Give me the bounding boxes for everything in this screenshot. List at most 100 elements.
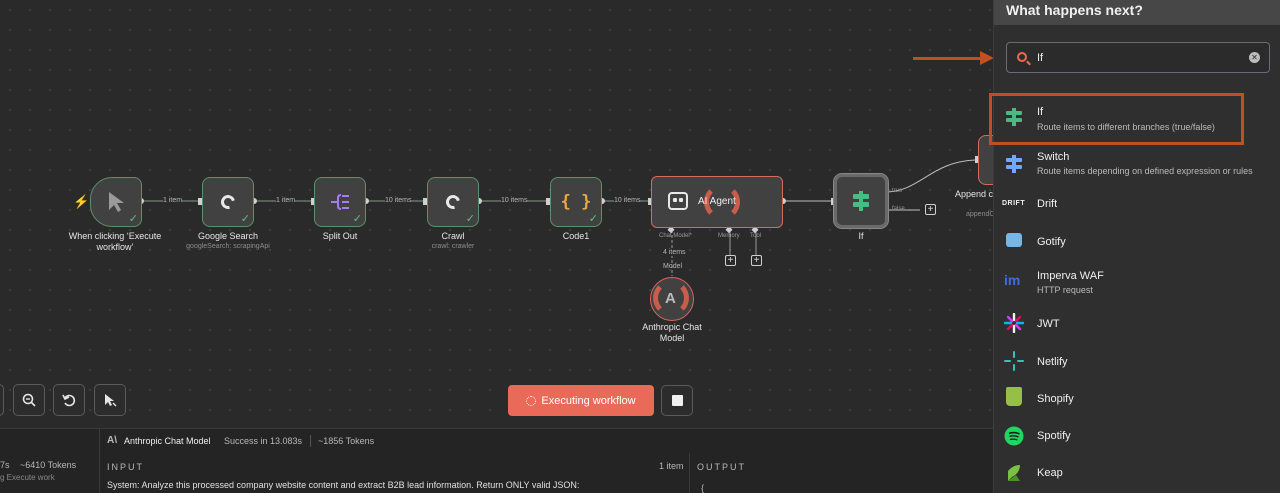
zoom-fit-button[interactable] <box>0 384 4 416</box>
divider <box>310 435 311 447</box>
output-label: OUTPUT <box>697 462 746 472</box>
node-item-drift[interactable]: DRIFT Drift <box>994 186 1280 223</box>
node-item-netlify[interactable]: Netlify <box>994 343 1280 380</box>
spotify-logo-icon <box>1004 426 1024 446</box>
left-time: 7s <box>0 460 10 470</box>
edge-label: 10 items <box>614 197 641 204</box>
false-branch-label: false <box>892 206 905 212</box>
search-value: If <box>1037 52 1044 64</box>
gotify-icon <box>1006 233 1022 247</box>
execute-label: Executing workflow <box>541 394 636 407</box>
running-spinner-icon <box>704 184 740 220</box>
left-partial-entry: g Execute work <box>0 473 55 482</box>
true-branch-label: true <box>892 188 903 194</box>
success-check-icon: ✓ <box>588 213 598 225</box>
add-false-branch-button[interactable]: + <box>925 204 936 215</box>
crawl-title: Crawl <box>441 231 465 241</box>
tidy-up-button[interactable] <box>94 384 126 416</box>
item-desc: Route items depending on defined express… <box>1037 166 1253 176</box>
edge-label: 1 item <box>276 197 296 204</box>
item-label: Shopify <box>1037 393 1074 405</box>
anthropic-icon: A <box>665 290 676 307</box>
anthropic-small-icon: A\ <box>107 435 117 446</box>
model-edge-label: Model <box>663 263 683 270</box>
chat-model-port-label: Chat Model* <box>659 233 693 239</box>
node-item-jwt[interactable]: JWT <box>994 305 1280 342</box>
append-subtitle: appendC <box>966 211 995 218</box>
trigger-node[interactable]: ✓ <box>90 177 142 227</box>
add-tool-button[interactable]: + <box>751 255 762 266</box>
left-tokens: ~6410 Tokens <box>20 460 77 470</box>
node-item-if[interactable]: If Route items to different branches (tr… <box>989 92 1280 145</box>
ai-agent-node[interactable]: AI Agent <box>651 176 783 228</box>
trigger-title: When clicking ‘Execute workflow’ <box>68 231 162 252</box>
anthropic-chat-model-node[interactable]: A <box>650 277 694 321</box>
reset-zoom-button[interactable] <box>53 384 85 416</box>
model-edge-count: 4 items <box>663 249 686 256</box>
item-label: Imperva WAF <box>1037 270 1104 282</box>
drift-logo-icon: DRIFT <box>1002 200 1026 207</box>
google-search-title: Google Search <box>197 231 259 241</box>
split-out-title: Split Out <box>322 231 358 241</box>
search-icon <box>1017 52 1027 62</box>
split-out-node[interactable]: ✓ <box>314 177 366 227</box>
item-desc: Route items to different branches (true/… <box>1037 122 1215 132</box>
node-creator-panel: What happens next? If ✕ If Route items t… <box>989 0 1280 493</box>
annotation-highlight-box <box>989 93 1244 145</box>
append-title: Append c <box>955 189 994 199</box>
item-desc: HTTP request <box>1037 285 1093 295</box>
workflow-canvas[interactable]: ⚡ ✓ When clicking ‘Execute workflow’ ✓ G… <box>0 0 1008 430</box>
if-title: If <box>858 231 864 241</box>
imperva-logo-icon: im <box>1004 272 1021 288</box>
node-item-shopify[interactable]: Shopify <box>994 380 1280 417</box>
google-search-node[interactable]: ✓ <box>202 177 254 227</box>
node-item-imperva-waf[interactable]: im Imperva WAF HTTP request <box>994 263 1280 303</box>
item-label: Keap <box>1037 467 1063 479</box>
robot-icon <box>668 192 688 210</box>
node-item-switch[interactable]: Switch Route items depending on defined … <box>994 146 1280 186</box>
zoom-out-icon <box>22 393 36 407</box>
divider <box>689 453 690 493</box>
execution-log-panel: 7s ~6410 Tokens g Execute work A\ Anthro… <box>0 428 993 493</box>
log-tokens: ~1856 Tokens <box>318 436 375 446</box>
node-item-keap[interactable]: Keap <box>994 455 1280 492</box>
undo-icon <box>62 394 76 407</box>
crawl-node[interactable]: ✓ <box>427 177 479 227</box>
code1-title: Code1 <box>562 231 590 241</box>
trigger-bolt-icon: ⚡ <box>73 194 90 209</box>
scraping-api-icon <box>218 192 238 212</box>
crawl-subtitle: crawl: crawler <box>431 243 475 250</box>
stop-icon <box>671 395 683 406</box>
annotation-arrow-line <box>913 57 983 60</box>
tidy-broom-icon <box>105 394 117 407</box>
log-status: Success in 13.083s <box>224 436 303 446</box>
log-model-name: Anthropic Chat Model <box>124 436 211 446</box>
input-label: INPUT <box>107 462 144 472</box>
cursor-icon <box>109 192 124 212</box>
zoom-out-button[interactable] <box>13 384 45 416</box>
item-label: JWT <box>1037 318 1060 330</box>
running-spinner-icon <box>653 280 689 316</box>
item-label: Spotify <box>1037 430 1071 442</box>
annotation-arrow-head <box>980 51 994 65</box>
success-check-icon: ✓ <box>352 213 362 225</box>
if-node[interactable] <box>833 173 889 229</box>
split-out-icon <box>331 194 349 210</box>
clear-icon[interactable]: ✕ <box>1249 52 1260 63</box>
node-item-spotify[interactable]: Spotify <box>994 418 1280 455</box>
tool-port-label: Tool <box>750 233 762 239</box>
executing-workflow-button[interactable]: Executing workflow <box>508 385 654 416</box>
add-memory-button[interactable]: + <box>725 255 736 266</box>
if-signpost-icon <box>853 191 869 211</box>
netlify-logo-icon <box>1004 351 1024 371</box>
input-count: 1 item <box>659 461 684 471</box>
shopify-bag-icon <box>1006 387 1022 406</box>
code1-node[interactable]: { } ✓ <box>550 177 602 227</box>
edge-label: 10 items <box>385 197 412 204</box>
search-input[interactable]: If ✕ <box>1006 42 1270 73</box>
input-text: System: Analyze this processed company w… <box>107 480 580 490</box>
if-signpost-icon <box>1006 108 1022 126</box>
node-item-gotify[interactable]: Gotify <box>994 223 1280 260</box>
panel-title: What happens next? <box>994 0 1280 25</box>
stop-execution-button[interactable] <box>661 385 693 416</box>
